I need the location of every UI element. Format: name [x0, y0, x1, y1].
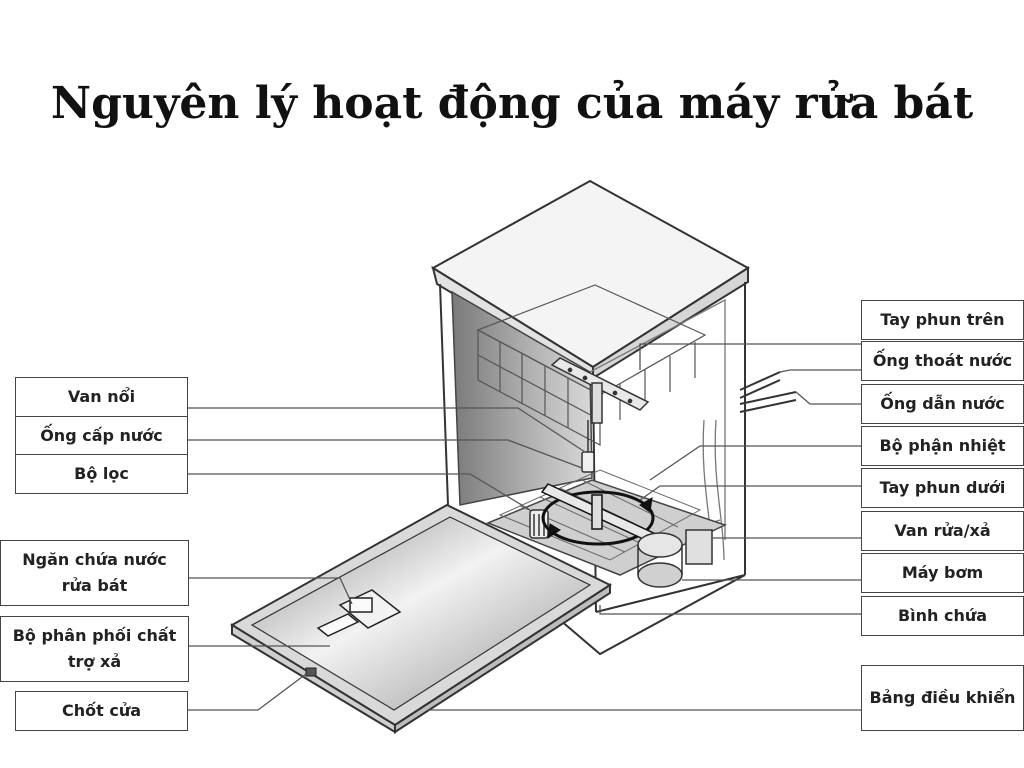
- diagram-title: Nguyên lý hoạt động của máy rửa bát: [50, 78, 974, 129]
- hoses: [739, 371, 797, 413]
- label-wash-drain-valve: Van rửa/xả: [861, 511, 1024, 551]
- label-lower-spray-arm: Tay phun dưới: [861, 468, 1024, 508]
- float-valve: [581, 420, 595, 473]
- label-filter: Bộ lọc: [15, 454, 188, 494]
- label-detergent-compartment: Ngăn chứa nước rửa bát: [0, 540, 189, 606]
- upper-rack: [476, 284, 707, 446]
- detergent-dispenser: [316, 589, 402, 637]
- label-water-supply-pipe: Ống cấp nước: [15, 416, 188, 455]
- label-inlet-hose: Ống dẫn nước: [861, 384, 1024, 424]
- label-door-latch: Chốt cửa: [15, 691, 188, 731]
- door-latch: [305, 667, 317, 677]
- leader-lines: [188, 343, 861, 711]
- upper-spray-arm: [550, 357, 650, 424]
- lower-spray-arm: [540, 483, 662, 546]
- label-control-panel: Bảng điều khiển: [861, 665, 1024, 731]
- label-tank: Bình chứa: [861, 596, 1024, 636]
- pump-assembly: [637, 529, 713, 588]
- door: [230, 503, 613, 734]
- label-drain-hose: Ống thoát nước: [861, 341, 1024, 381]
- label-rinse-aid-dispenser: Bộ phân phối chất trợ xả: [0, 616, 189, 682]
- label-upper-spray-arm: Tay phun trên: [861, 300, 1024, 340]
- label-float-valve: Van nổi: [15, 377, 188, 417]
- label-heating-element: Bộ phận nhiệt: [861, 426, 1024, 466]
- label-pump: Máy bơm: [861, 553, 1024, 593]
